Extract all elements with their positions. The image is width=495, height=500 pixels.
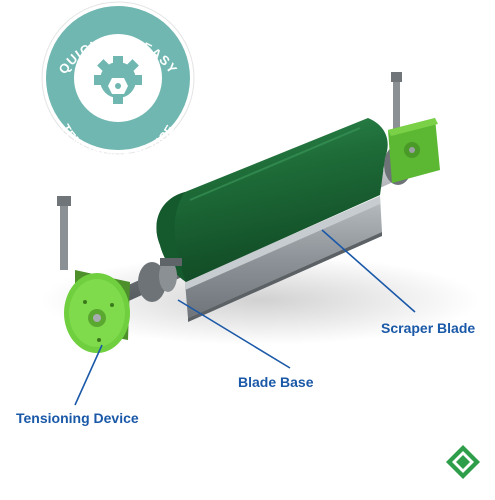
blade-base — [185, 196, 382, 322]
blade-base-leader — [177, 299, 291, 369]
blade-base-label: Blade Base — [238, 374, 314, 390]
gear-with-nut-icon — [94, 56, 142, 104]
scraper-blade-leader — [321, 229, 416, 313]
left-tensioning-device — [57, 196, 130, 353]
quick-easy-badge: QUICK AND EASY TENSIONING DEVICE — [41, 1, 195, 165]
diamond-brand-logo-icon — [446, 445, 480, 479]
scraper-blade-label: Scraper Blade — [381, 320, 476, 336]
tensioning-device-leader — [74, 344, 103, 406]
right-tensioning-device — [384, 72, 440, 185]
left-coupling — [138, 258, 182, 302]
tensioning-device-label: Tensioning Device — [16, 410, 139, 426]
leader-lines — [74, 229, 416, 406]
